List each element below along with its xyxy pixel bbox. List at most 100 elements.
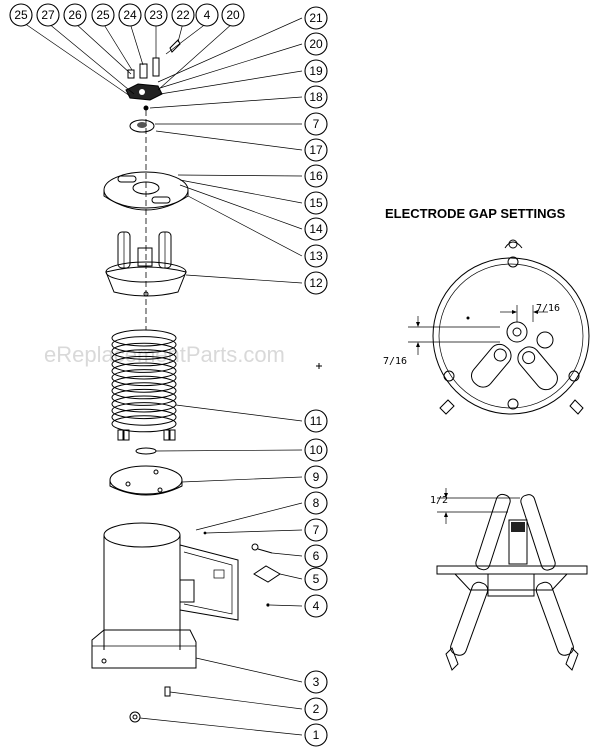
electrode-holder (105, 231, 187, 297)
top-callout-20: 20 (221, 3, 245, 27)
callout-circle (304, 491, 328, 515)
callout-circle (304, 409, 328, 433)
heating-coil (111, 329, 177, 441)
callout-circle (304, 85, 328, 109)
callout-number: 1 (313, 728, 320, 742)
top-callout-row: 25 27 26 25 24 23 22 4 20 (9, 3, 245, 27)
right-callout-4: 4 (304, 594, 328, 618)
right-callout-19: 19 (304, 59, 328, 83)
callout-circle (304, 138, 328, 162)
coil-ring (111, 408, 177, 426)
right-callout-15: 15 (304, 191, 328, 215)
leader-lines (23, 17, 303, 736)
callout-number: 7 (313, 523, 320, 537)
right-callout-3: 3 (304, 670, 328, 694)
right-callout-21: 21 (304, 6, 328, 30)
right-callout-5: 5 (304, 567, 328, 591)
callout-circle (304, 567, 328, 591)
callout-number: 4 (204, 8, 211, 22)
callout-circle (304, 164, 328, 188)
right-callout-2: 2 (304, 697, 328, 721)
right-callout-9: 9 (304, 465, 328, 489)
coil-ring (111, 388, 177, 406)
base-plate (109, 465, 183, 496)
callout-circle (304, 465, 328, 489)
callout-number: 25 (14, 8, 28, 22)
callout-number: 15 (309, 196, 323, 210)
top-callout-23: 23 (144, 3, 168, 27)
coil-ring (111, 329, 177, 347)
callout-number: 27 (41, 8, 55, 22)
electrode-top-view (408, 239, 590, 415)
top-cover (103, 171, 189, 211)
callout-number: 25 (96, 8, 110, 22)
right-callout-20: 20 (304, 32, 328, 56)
callout-number: 26 (68, 8, 82, 22)
callout-circle (304, 6, 328, 30)
callout-number: 21 (309, 11, 323, 25)
right-callout-13: 13 (304, 244, 328, 268)
gap-dimension-horizontal: 7/16 (536, 303, 560, 314)
right-callout-12: 12 (304, 271, 328, 295)
callout-circle (304, 112, 328, 136)
right-callout-18: 18 (304, 85, 328, 109)
right-callout-11: 11 (304, 409, 328, 433)
callout-number: 12 (309, 276, 323, 290)
callout-circle (9, 3, 33, 27)
callout-circle (304, 32, 328, 56)
coil-ring (111, 355, 177, 373)
callout-circle (304, 518, 328, 542)
right-callout-8: 8 (304, 491, 328, 515)
callout-circle (91, 3, 115, 27)
coil-terminal (117, 429, 124, 441)
electrode-side-view (436, 488, 588, 671)
coil-ring (111, 415, 177, 433)
callout-circle (304, 697, 328, 721)
boiler-tank (91, 522, 239, 723)
electrode-head-assembly (125, 39, 181, 133)
callout-number: 22 (176, 8, 190, 22)
right-callout-6: 6 (304, 544, 328, 568)
callout-circle (195, 3, 219, 27)
coil-terminal (169, 429, 176, 441)
right-callout-16: 16 (304, 164, 328, 188)
callout-circle (304, 271, 328, 295)
callout-number: 3 (313, 675, 320, 689)
callout-circle (304, 544, 328, 568)
right-callout-17: 17 (304, 138, 328, 162)
callout-number: 23 (149, 8, 163, 22)
callout-number: 7 (313, 117, 320, 131)
gap-dimension-vertical: 7/16 (383, 356, 407, 367)
coil-ring (111, 342, 177, 360)
coil-ring (111, 402, 177, 420)
top-callout-26: 26 (63, 3, 87, 27)
watermark: eReplacementParts.com (44, 342, 285, 367)
callout-number: 14 (309, 222, 323, 236)
right-callout-10: 10 (304, 438, 328, 462)
callout-circle (36, 3, 60, 27)
side-gap-dimension: 1/2 (430, 495, 448, 506)
coil-terminal (163, 429, 170, 441)
callout-number: 5 (313, 572, 320, 586)
callout-circle (304, 438, 328, 462)
callout-circle (304, 217, 328, 241)
callout-number: 20 (226, 8, 240, 22)
callout-circle (304, 191, 328, 215)
top-callout-25: 25 (9, 3, 33, 27)
callout-circle (118, 3, 142, 27)
callout-circle (304, 723, 328, 747)
callout-number: 17 (309, 143, 323, 157)
coil-ring (111, 349, 177, 367)
callout-number: 4 (313, 599, 320, 613)
small-hardware (203, 531, 281, 607)
callout-number: 6 (313, 549, 320, 563)
coil-ring (111, 382, 177, 400)
callout-number: 16 (309, 169, 323, 183)
callout-number: 24 (123, 8, 137, 22)
callout-circle (144, 3, 168, 27)
callout-number: 8 (313, 496, 320, 510)
coil-ring (111, 395, 177, 413)
callout-number: 19 (309, 64, 323, 78)
